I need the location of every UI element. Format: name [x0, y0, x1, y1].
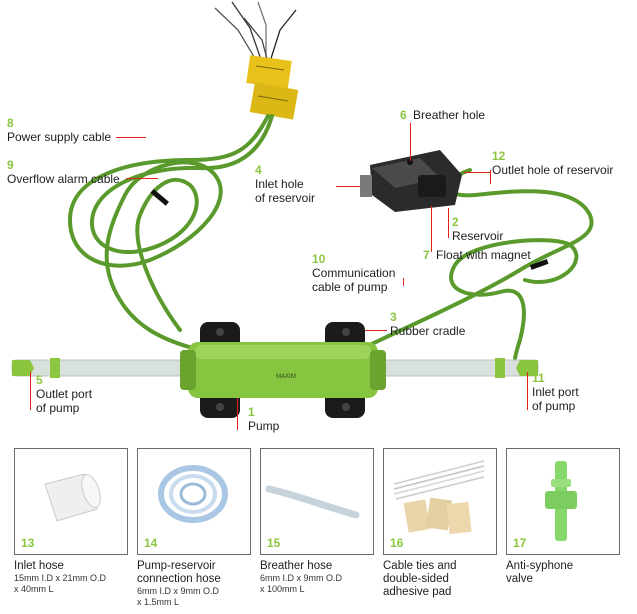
- callout-number: 9: [7, 158, 14, 172]
- callout-rubber-cradle: 3 Rubber cradle: [390, 310, 466, 339]
- breather-hose-image: [265, 485, 360, 519]
- accessory-spec-line2: x 1.5mm L: [137, 596, 180, 607]
- inlet-hose-image: [44, 473, 101, 522]
- callout-communication-cable: 10 Communication cable of pump: [312, 252, 396, 295]
- callout-label-line2: of reservoir: [255, 191, 316, 205]
- accessory-spec-line2: x 100mm L: [260, 583, 305, 594]
- leader-5: [30, 372, 32, 410]
- accessory-box-inlet-hose: 13: [14, 448, 128, 555]
- accessory-name-line1: Cable ties and: [383, 560, 457, 572]
- callout-label: Outlet hole of reservoir: [492, 163, 614, 177]
- callout-reservoir: 2 Reservoir: [452, 215, 504, 244]
- callout-number: 3: [390, 310, 397, 324]
- accessory-name-line2: connection hose: [137, 573, 221, 585]
- cable-tie-right: [529, 259, 549, 270]
- leader-8: [116, 137, 146, 139]
- accessory-name: Inlet hose: [14, 560, 64, 572]
- callout-power-supply-cable: 8 Power supply cable: [7, 116, 112, 145]
- pump-brand: MAXIM: [276, 374, 296, 380]
- callout-pump: 1 Pump: [248, 405, 280, 434]
- accessory-name-line3: adhesive pad: [383, 586, 452, 598]
- callout-number: 8: [7, 116, 14, 130]
- accessory-caption-anti-syphone-valve: Anti-syphone valve: [506, 560, 628, 586]
- callout-number: 6: [400, 108, 407, 122]
- accessory-name-line1: Anti-syphone: [506, 560, 574, 572]
- callout-label-line2: cable of pump: [312, 280, 388, 294]
- reservoir: [360, 150, 462, 212]
- accessory-spec-line1: 6mm I.D x 9mm O.D: [260, 573, 343, 583]
- leader-11: [527, 372, 529, 410]
- cables: [67, 114, 594, 361]
- callout-number: 12: [492, 149, 506, 163]
- accessory-spec-line1: 6mm I.D x 9mm O.D: [137, 586, 220, 596]
- accessory-number: 14: [144, 536, 158, 550]
- callout-breather-hole: 6 Breather hole: [400, 108, 485, 122]
- leader-1: [237, 398, 239, 430]
- callout-label: Power supply cable: [7, 130, 112, 144]
- leader-7: [431, 206, 433, 252]
- callout-label-line1: Outlet port: [36, 387, 93, 401]
- pump-illustration: MAXIM: [11, 1, 594, 418]
- callout-label-line2: of pump: [532, 399, 576, 413]
- pump-body: [180, 322, 386, 418]
- callout-label-line1: Inlet hole: [255, 177, 304, 191]
- leader-12b: [464, 172, 490, 174]
- callout-number: 4: [255, 163, 262, 177]
- accessory-name: Breather hose: [260, 560, 333, 572]
- callout-number: 10: [312, 252, 326, 266]
- callout-outlet-port-pump: 5 Outlet port of pump: [36, 373, 93, 416]
- callout-label: Float with magnet: [436, 248, 531, 262]
- accessory-box-breather-hose: 15: [260, 448, 374, 555]
- callout-label: Overflow alarm cable: [7, 172, 120, 186]
- callout-inlet-port-pump: 11 Inlet port of pump: [532, 371, 579, 414]
- accessory-name-line1: Pump-reservoir: [137, 560, 216, 572]
- leader-12: [490, 170, 492, 184]
- callout-number: 5: [36, 373, 43, 387]
- valve-image: [545, 461, 577, 541]
- callout-label: Reservoir: [452, 229, 504, 243]
- cable-ties-image: [393, 460, 485, 535]
- cable-tags: [246, 55, 299, 120]
- accessory-number: 17: [513, 536, 527, 550]
- leader-2: [448, 208, 450, 238]
- leader-4: [336, 186, 360, 188]
- callout-number: 7: [423, 248, 430, 262]
- accessory-name-line2: double-sided: [383, 573, 449, 585]
- cable-tie-left: [150, 189, 169, 206]
- accessory-box-cable-ties: 16: [383, 448, 497, 555]
- accessory-box-connection-hose: 14: [137, 448, 251, 555]
- hoses: [11, 358, 539, 378]
- accessory-caption-cable-ties: Cable ties and double-sided adhesive pad: [383, 560, 505, 599]
- accessory-number: 16: [390, 536, 404, 550]
- leader-9: [126, 178, 158, 180]
- callout-label-line2: of pump: [36, 401, 80, 415]
- callout-label-line1: Communication: [312, 266, 396, 280]
- callout-label: Rubber cradle: [390, 324, 466, 338]
- accessory-spec-line2: x 40mm L: [14, 583, 54, 594]
- callout-overflow-alarm-cable: 9 Overflow alarm cable: [7, 158, 120, 187]
- accessory-number: 13: [21, 536, 35, 550]
- accessory-caption-breather-hose: Breather hose 6mm I.D x 9mm O.D x 100mm …: [260, 560, 382, 594]
- accessory-number: 15: [267, 536, 281, 550]
- leader-3: [365, 330, 387, 332]
- callout-label: Breather hole: [413, 108, 486, 122]
- callout-outlet-hole-reservoir: 12 Outlet hole of reservoir: [492, 149, 614, 178]
- callout-number: 11: [532, 371, 545, 385]
- accessory-name-line2: valve: [506, 573, 533, 585]
- callout-number: 1: [248, 405, 255, 419]
- callout-number: 2: [452, 215, 459, 229]
- accessory-caption-connection-hose: Pump-reservoir connection hose 6mm I.D x…: [137, 560, 259, 607]
- connection-hose-image: [158, 465, 228, 523]
- callout-float-with-magnet: 7 Float with magnet: [423, 248, 531, 262]
- callout-inlet-hole-reservoir: 4 Inlet hole of reservoir: [255, 163, 316, 206]
- callout-label: Pump: [248, 419, 280, 433]
- accessory-box-anti-syphone-valve: 17: [506, 448, 620, 555]
- callout-label-line1: Inlet port: [532, 385, 579, 399]
- accessory-spec-line1: 15mm I.D x 21mm O.D: [14, 573, 107, 583]
- leader-10: [403, 278, 405, 286]
- leader-6: [410, 123, 412, 161]
- accessory-caption-inlet-hose: Inlet hose 15mm I.D x 21mm O.D x 40mm L: [14, 560, 136, 594]
